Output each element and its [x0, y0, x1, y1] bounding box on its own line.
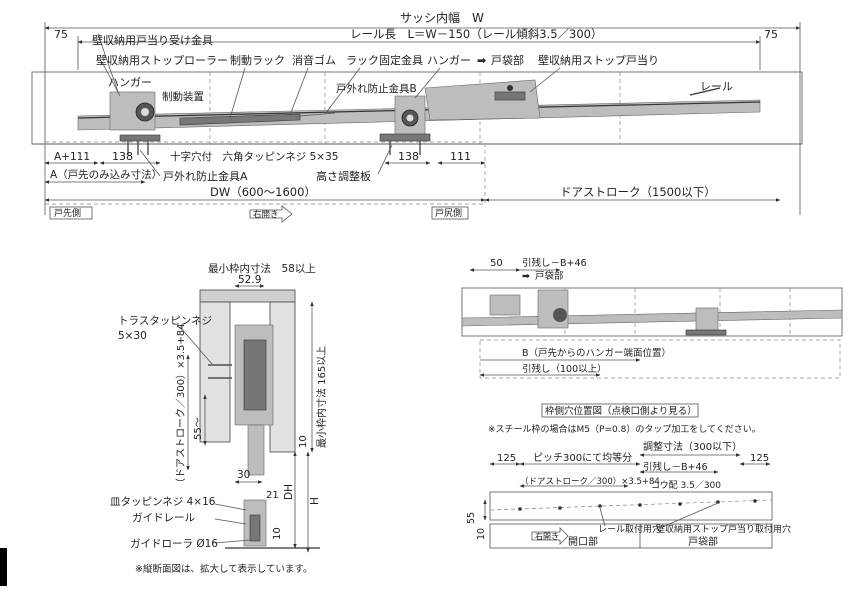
pocket-label: 戸袋部 — [491, 53, 524, 67]
anti-derail-a-label: 戸外れ防止金具A — [163, 169, 248, 183]
adjust-label: 調整寸法（300以下） — [643, 440, 742, 453]
dim-21-label: 21 — [266, 490, 279, 501]
hole-view: 枠側穴位置図（点検口側より見る） ※スチール枠の場合はM5（P=0.8）のタップ… — [466, 403, 791, 549]
dim-a-plus-111: A+111 — [54, 151, 90, 163]
brake-rack-label: 制動ラック — [230, 53, 285, 67]
guide-roller-label: ガイドローラ Ø16 — [130, 538, 218, 550]
door-tip-side-label: 戸先側 — [54, 207, 81, 219]
hanger-b-label: ハンガー — [427, 54, 471, 67]
detail-pull-100: 引残し（100以上） — [522, 363, 607, 375]
detail-dim-50: 50 — [490, 258, 503, 269]
sash-width-label: サッシ内幅 W — [400, 10, 484, 25]
hanger-a-label: ハンガー — [108, 76, 152, 89]
dim-55-label: 55～ — [193, 417, 204, 440]
min-frame-height-label: 最小枠内寸法 165以上 — [315, 346, 328, 448]
hole-pocket-label: 戸袋部 — [688, 535, 718, 548]
rail-hole-label: レール取付用穴 — [598, 523, 661, 535]
door-tail-side-label: 戸尻側 — [435, 207, 462, 219]
steel-note: ※スチール枠の場合はM5（P=0.8）のタップ加工をしてください。 — [488, 423, 761, 435]
brake-device-label: 制動装置 — [162, 90, 204, 103]
dim-52-9: 52.9 — [238, 274, 261, 286]
truss-size-label: 5×30 — [118, 330, 147, 342]
hole-dim-125-right: 125 — [750, 453, 769, 464]
guide-rail-label: ガイドレール — [132, 512, 195, 524]
dim-138-a: 138 — [112, 150, 133, 163]
slope-label: コウ配 3.5／300 — [651, 480, 721, 491]
dim-75-right: 75 — [764, 28, 778, 41]
detail-b-note: B（戸先からのハンガー端面位置） — [522, 347, 671, 359]
rack-fixture-label: ラック固定金具 — [346, 53, 423, 67]
door-stroke-label: ドアストローク（1500以下） — [560, 185, 716, 199]
edge-marker — [0, 548, 7, 586]
dim-dh-label: DH — [283, 484, 295, 500]
pitch-label: ピッチ300にて均等分 — [533, 451, 632, 464]
dim-75-left: 75 — [54, 28, 68, 41]
dish-screw-label: 皿タッピンネジ 4×16 — [110, 496, 216, 508]
top-view: サッシ内幅 W レール長 L＝W－150（レール傾斜3.5／300） 75 75 — [31, 10, 803, 223]
section-view: 最小枠内寸法 58以上 52.9 トラスタッピンネジ 5×30 （ドアストローク… — [110, 262, 328, 575]
a-note-label: A（戸先のみ込み寸法） — [50, 168, 162, 181]
wall-stop-label: 壁収納用ストップ戸当り — [538, 53, 659, 67]
detail-view: 50 引残し－B+46 ➡ 戸袋部 B（戸先からのハンガー端面位置） 引残し（1… — [461, 257, 843, 379]
dim-138-b: 138 — [398, 150, 419, 163]
min-frame-label: 最小枠内寸法 58以上 — [208, 262, 316, 275]
stop-hole-label: 壁収納用ストップ戸当り取付用穴 — [656, 523, 791, 535]
hole-dim-10: 10 — [476, 528, 487, 540]
dim-30-label: 30 — [237, 469, 250, 481]
hole-view-title: 枠側穴位置図（点検口側より見る） — [545, 405, 697, 417]
right-open-label: 右開き — [253, 209, 279, 220]
hole-formula-label: （ドアストローク／300）×3.5+84 — [520, 476, 660, 487]
hole-pull-b46: 引残し－B+46 — [643, 461, 708, 473]
rail-label: レール — [700, 80, 733, 93]
dim-111: 111 — [450, 150, 471, 163]
height-plate-label: 高さ調整板 — [316, 169, 371, 183]
dim-10-label: 10 — [298, 435, 309, 448]
stroke-formula-label: （ドアストローク／300）×3.5+84 — [175, 324, 187, 488]
opening-label: 開口部 — [568, 535, 598, 548]
damper-rubber-label: 消音ゴム — [292, 53, 336, 67]
dim-h-label: H — [309, 497, 321, 505]
hole-dim-125-left: 125 — [497, 453, 516, 464]
truss-screw-label: トラスタッピンネジ — [118, 315, 212, 327]
section-footnote: ※縦断面図は、拡大して表示しています。 — [135, 563, 312, 575]
stopper-roller-label: 壁収納用ストップローラー — [96, 53, 228, 67]
cross-screw-label: 十字穴付 六角タッピンネジ 5×35 — [170, 150, 338, 163]
hole-right-open-label: 右開き — [535, 531, 559, 541]
hook-receiver-label: 壁収納用戸当り受け金具 — [92, 33, 213, 47]
hole-dim-55: 55 — [466, 512, 477, 524]
pocket-arrow-icon: ➡ — [477, 54, 486, 67]
dw-label: DW（600～1600） — [210, 185, 316, 199]
anti-derail-b-label: 戸外れ防止金具B — [336, 82, 417, 95]
detail-pocket-label: 戸袋部 — [535, 270, 564, 282]
detail-pocket-arrow-icon: ➡ — [522, 271, 530, 282]
rail-length-label: レール長 L＝W－150（レール傾斜3.5／300） — [350, 27, 602, 41]
dim-10-b-label: 10 — [272, 527, 283, 540]
detail-pull-b46: 引残し－B+46 — [522, 257, 587, 269]
